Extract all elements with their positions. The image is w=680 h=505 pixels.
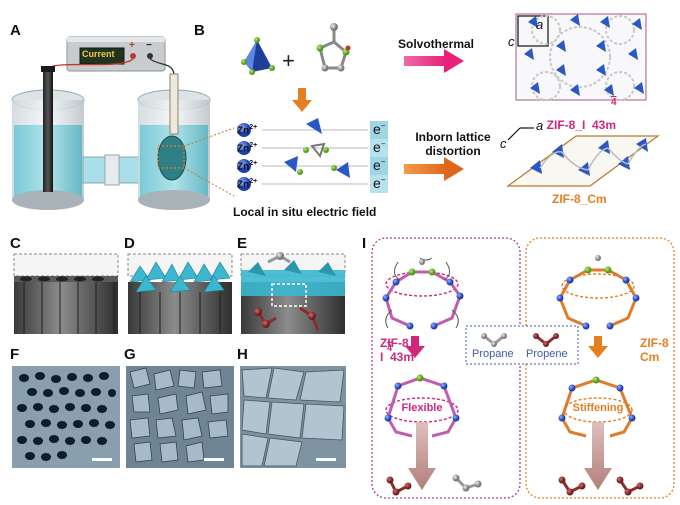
zif8-cubic-label: ZIF-8_I 43m bbox=[546, 118, 617, 132]
electron-label-3: e− bbox=[373, 157, 386, 173]
zif8-left-bar-digit: 4 bbox=[387, 343, 393, 353]
panel-label-g: G bbox=[124, 346, 136, 363]
cubic-axis-c: c bbox=[508, 34, 515, 49]
electron-label-2: e− bbox=[373, 139, 386, 155]
lattice-distortion-line2: distortion bbox=[425, 144, 481, 158]
zif8-cubic-bar-digit: 4 bbox=[611, 97, 617, 108]
mono-axis-c: c bbox=[500, 136, 507, 151]
zif8-mono-label: ZIF-8_Cm bbox=[552, 192, 607, 206]
anode-plus-sign: + bbox=[129, 40, 135, 51]
solvothermal-label: Solvothermal bbox=[398, 37, 475, 51]
zif8-right-title: ZIF-8 Cm bbox=[640, 336, 669, 364]
power-supply-display: Current bbox=[82, 49, 115, 59]
lattice-distortion-line1: Inborn lattice bbox=[415, 130, 491, 144]
legend-propene: Propene bbox=[526, 348, 568, 360]
electron-label-1: e− bbox=[373, 121, 386, 137]
panel-label-c: C bbox=[10, 235, 21, 252]
mono-axis-a: a bbox=[536, 118, 544, 133]
cubic-axis-a: a bbox=[536, 17, 544, 32]
electric-field-caption: Local in situ electric field bbox=[233, 205, 377, 219]
stiffening-label: Stiffening bbox=[572, 402, 624, 414]
reaction-plus-sign: + bbox=[282, 48, 295, 73]
zn-ion-label-4: Zn2+ bbox=[237, 178, 258, 191]
flexible-label: Flexible bbox=[401, 402, 443, 414]
legend-propane: Propane bbox=[472, 348, 514, 360]
panel-label-d: D bbox=[124, 235, 135, 252]
panel-label-e: E bbox=[237, 235, 248, 252]
panel-label-a: A bbox=[10, 22, 21, 39]
zn-ion-label-3: Zn2+ bbox=[237, 160, 258, 173]
panel-label-h: H bbox=[237, 346, 248, 363]
zn-ion-label-1: Zn2+ bbox=[237, 124, 258, 137]
zif8-left-title: ZIF-8 I 43m bbox=[380, 336, 415, 364]
panel-label-f: F bbox=[10, 346, 20, 363]
lattice-distortion-label: Inborn lattice distortion bbox=[398, 130, 508, 158]
zn-ion-label-2: Zn2+ bbox=[237, 142, 258, 155]
panel-label-b: B bbox=[194, 22, 205, 39]
panel-label-i: I bbox=[362, 235, 367, 252]
electron-label-4: e− bbox=[373, 175, 386, 191]
cathode-minus-sign: − bbox=[146, 40, 152, 51]
